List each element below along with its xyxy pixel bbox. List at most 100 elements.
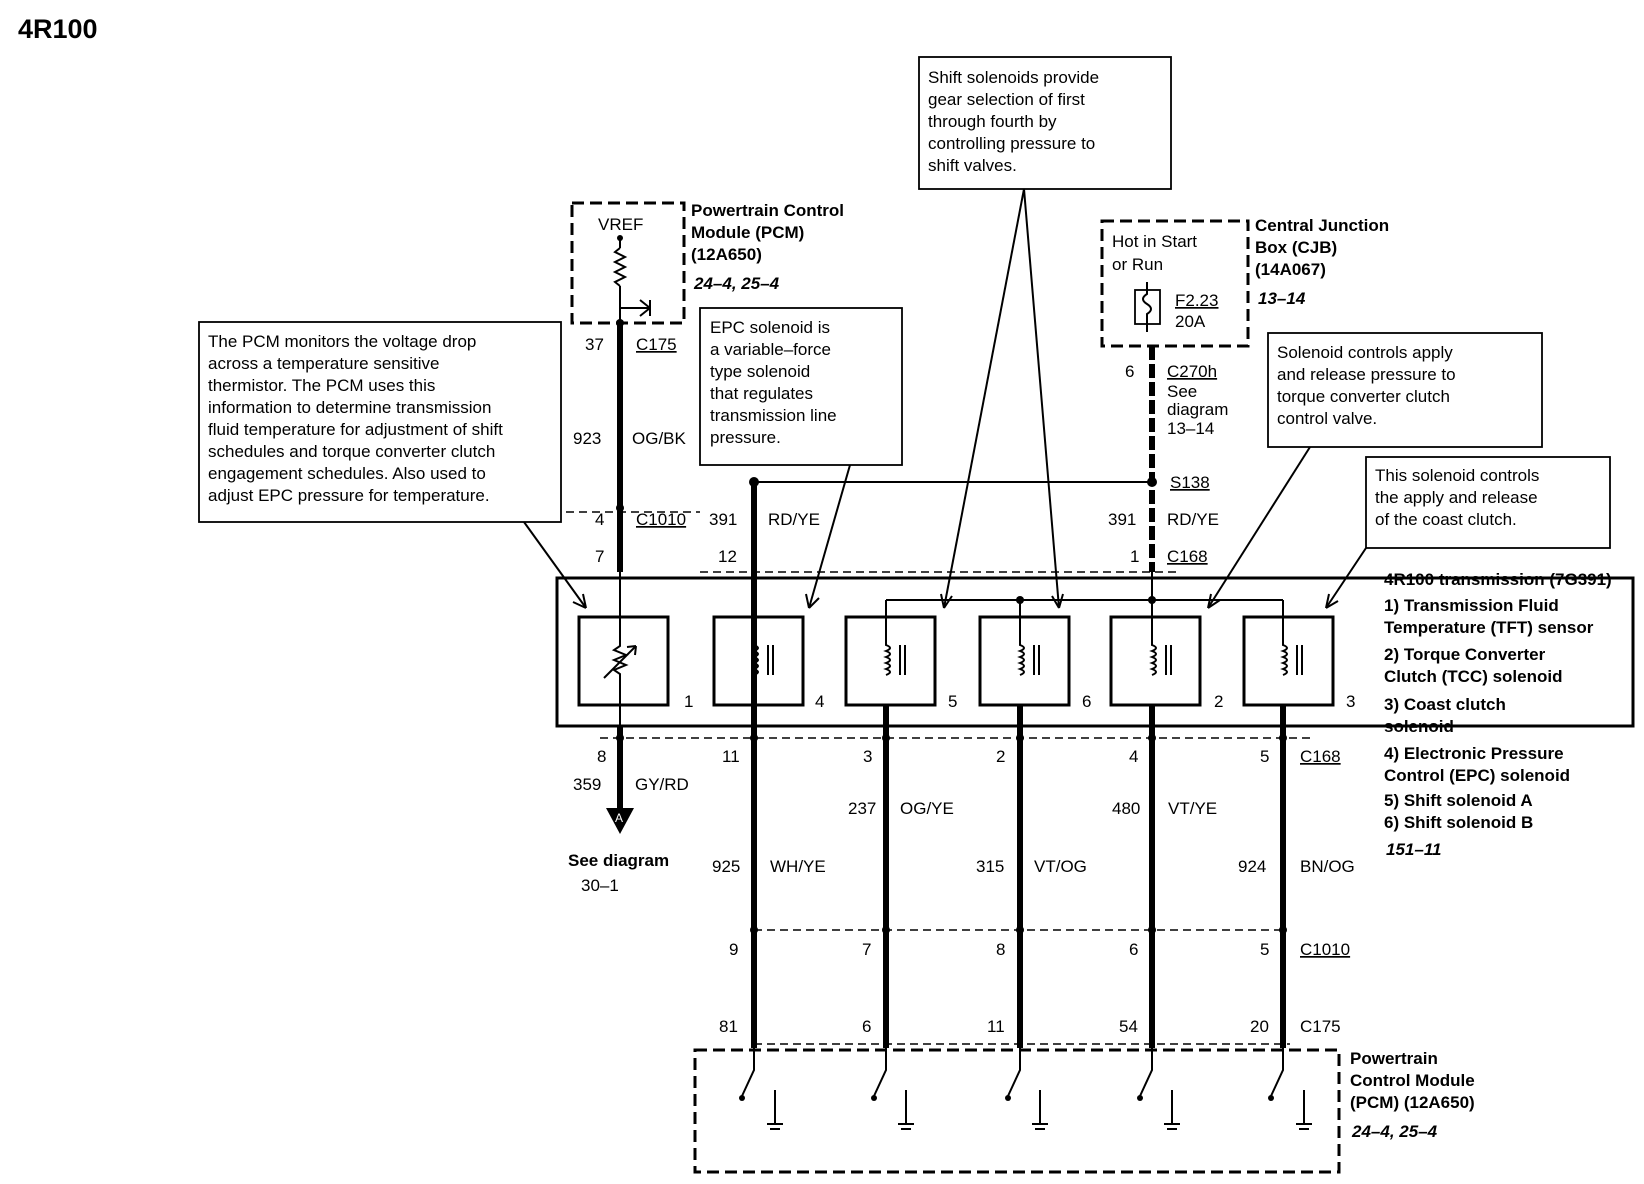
svg-text:gear selection of first: gear selection of first xyxy=(928,90,1085,109)
svg-text:1) Transmission Fluid: 1) Transmission Fluid xyxy=(1384,596,1559,615)
svg-text:BN/OG: BN/OG xyxy=(1300,857,1355,876)
c175-top: C175 xyxy=(636,335,677,354)
vref-label: VREF xyxy=(598,215,643,234)
color-391-b: RD/YE xyxy=(1167,510,1219,529)
svg-text:VT/YE: VT/YE xyxy=(1168,799,1217,818)
ref-13-14: 13–14 xyxy=(1167,419,1214,438)
svg-text:that regulates: that regulates xyxy=(710,384,813,403)
svg-text:237: 237 xyxy=(848,799,876,818)
svg-text:925: 925 xyxy=(712,857,740,876)
svg-text:See diagram: See diagram xyxy=(568,851,669,870)
cjb-hot-2: or Run xyxy=(1112,255,1163,274)
svg-text:a variable–force: a variable–force xyxy=(710,340,831,359)
c168-top: C168 xyxy=(1167,547,1208,566)
svg-text:6: 6 xyxy=(862,1017,871,1036)
svg-text:shift valves.: shift valves. xyxy=(928,156,1017,175)
page-title: 4R100 xyxy=(18,14,98,44)
svg-text:transmission line: transmission line xyxy=(710,406,837,425)
svg-text:6) Shift solenoid B: 6) Shift solenoid B xyxy=(1384,813,1533,832)
pcm-top-ref: 24–4, 25–4 xyxy=(693,274,780,293)
svg-text:315: 315 xyxy=(976,857,1004,876)
see-label: See xyxy=(1167,382,1197,401)
svg-text:Solenoid controls apply: Solenoid controls apply xyxy=(1277,343,1453,362)
s138-label: S138 xyxy=(1170,473,1210,492)
svg-text:7: 7 xyxy=(862,940,871,959)
pin-6-c270h: 6 xyxy=(1125,362,1134,381)
svg-text:24–4, 25–4: 24–4, 25–4 xyxy=(1351,1122,1438,1141)
svg-text:6: 6 xyxy=(1129,940,1138,959)
svg-text:4: 4 xyxy=(815,692,824,711)
svg-text:5: 5 xyxy=(1260,747,1269,766)
svg-text:Control (EPC) solenoid: Control (EPC) solenoid xyxy=(1384,766,1570,785)
svg-text:11: 11 xyxy=(722,747,740,766)
svg-text:through fourth by: through fourth by xyxy=(928,112,1057,131)
circuit-923: 923 xyxy=(573,429,601,448)
svg-text:fluid temperature for adjustme: fluid temperature for adjustment of shif… xyxy=(208,420,503,439)
svg-text:across a temperature sensitive: across a temperature sensitive xyxy=(208,354,440,373)
svg-text:4R100 transmission (7G391): 4R100 transmission (7G391) xyxy=(1384,570,1612,589)
connector-a-icon xyxy=(606,808,634,834)
svg-text:and release pressure to: and release pressure to xyxy=(1277,365,1456,384)
svg-text:schedules and torque converter: schedules and torque converter clutch xyxy=(208,442,495,461)
svg-text:924: 924 xyxy=(1238,857,1266,876)
pin-37: 37 xyxy=(585,335,604,354)
switch-icon xyxy=(1137,1048,1180,1130)
svg-text:2: 2 xyxy=(1214,692,1223,711)
svg-text:the apply and release: the apply and release xyxy=(1375,488,1538,507)
coil-icon xyxy=(751,644,759,676)
transmission-legend: 4R100 transmission (7G391) 1) Transmissi… xyxy=(1384,570,1612,859)
switch-icon xyxy=(1268,1048,1312,1130)
pcm-top-module: VREF Powertrain Control Module (PCM) (12… xyxy=(570,201,844,325)
shift-solenoid-b: 6 xyxy=(978,600,1091,711)
svg-text:3: 3 xyxy=(1346,692,1355,711)
svg-text:54: 54 xyxy=(1119,1017,1138,1036)
svg-text:GY/RD: GY/RD xyxy=(635,775,689,794)
svg-text:The PCM monitors the voltage d: The PCM monitors the voltage drop xyxy=(208,332,476,351)
shift-solenoid-a: 5 xyxy=(844,600,957,711)
svg-text:359: 359 xyxy=(573,775,601,794)
svg-text:adjust EPC pressure for temper: adjust EPC pressure for temperature. xyxy=(208,486,490,505)
pcm-top-name-2: Module (PCM) xyxy=(691,223,804,242)
circuit-391-b: 391 xyxy=(1108,510,1136,529)
svg-text:8: 8 xyxy=(996,940,1005,959)
svg-text:1: 1 xyxy=(684,692,693,711)
cjb-name-2: Box (CJB) xyxy=(1255,238,1337,257)
svg-text:EPC solenoid is: EPC solenoid is xyxy=(710,318,830,337)
svg-text:11: 11 xyxy=(987,1017,1005,1036)
epc-solenoid: 4 xyxy=(712,572,824,726)
svg-text:of the coast clutch.: of the coast clutch. xyxy=(1375,510,1517,529)
svg-text:thermistor. The PCM uses this: thermistor. The PCM uses this xyxy=(208,376,435,395)
color-391-a: RD/YE xyxy=(768,510,820,529)
svg-text:C1010: C1010 xyxy=(1300,940,1350,959)
resistor-icon xyxy=(612,247,628,287)
svg-text:81: 81 xyxy=(719,1017,738,1036)
pcm-bottom-module: Powertrain Control Module (PCM) (12A650)… xyxy=(693,1048,1475,1174)
c270h-label: C270h xyxy=(1167,362,1217,381)
callout-tft: The PCM monitors the voltage drop across… xyxy=(198,321,587,609)
svg-text:30–1: 30–1 xyxy=(581,876,619,895)
svg-text:4: 4 xyxy=(1129,747,1138,766)
svg-text:20: 20 xyxy=(1250,1017,1269,1036)
svg-text:controlling pressure to: controlling pressure to xyxy=(928,134,1095,153)
switch-icon xyxy=(739,1048,783,1130)
svg-text:Powertrain: Powertrain xyxy=(1350,1049,1438,1068)
cjb-ref: 13–14 xyxy=(1258,289,1306,308)
tft-sensor: 1 xyxy=(577,572,693,726)
svg-text:(PCM) (12A650): (PCM) (12A650) xyxy=(1350,1093,1475,1112)
fuse-amps: 20A xyxy=(1175,312,1206,331)
coast-clutch-solenoid: 3 xyxy=(1242,600,1355,711)
svg-text:Control Module: Control Module xyxy=(1350,1071,1475,1090)
svg-text:480: 480 xyxy=(1112,799,1140,818)
svg-text:Shift solenoids provide: Shift solenoids provide xyxy=(928,68,1099,87)
pin-7: 7 xyxy=(595,547,604,566)
cjb-module: Hot in Start or Run F2.23 20A Central Ju… xyxy=(1100,216,1389,348)
switch-icon xyxy=(871,1048,914,1130)
tcc-solenoid: 2 xyxy=(1109,600,1223,711)
svg-text:WH/YE: WH/YE xyxy=(770,857,826,876)
circuit-391-a: 391 xyxy=(709,510,737,529)
pin-4: 4 xyxy=(595,510,604,529)
callout-shift: Shift solenoids provide gear selection o… xyxy=(918,56,1172,609)
svg-text:engagement schedules. Also use: engagement schedules. Also used to xyxy=(208,464,486,483)
cjb-name-1: Central Junction xyxy=(1255,216,1389,235)
svg-text:solenoid: solenoid xyxy=(1384,717,1454,736)
